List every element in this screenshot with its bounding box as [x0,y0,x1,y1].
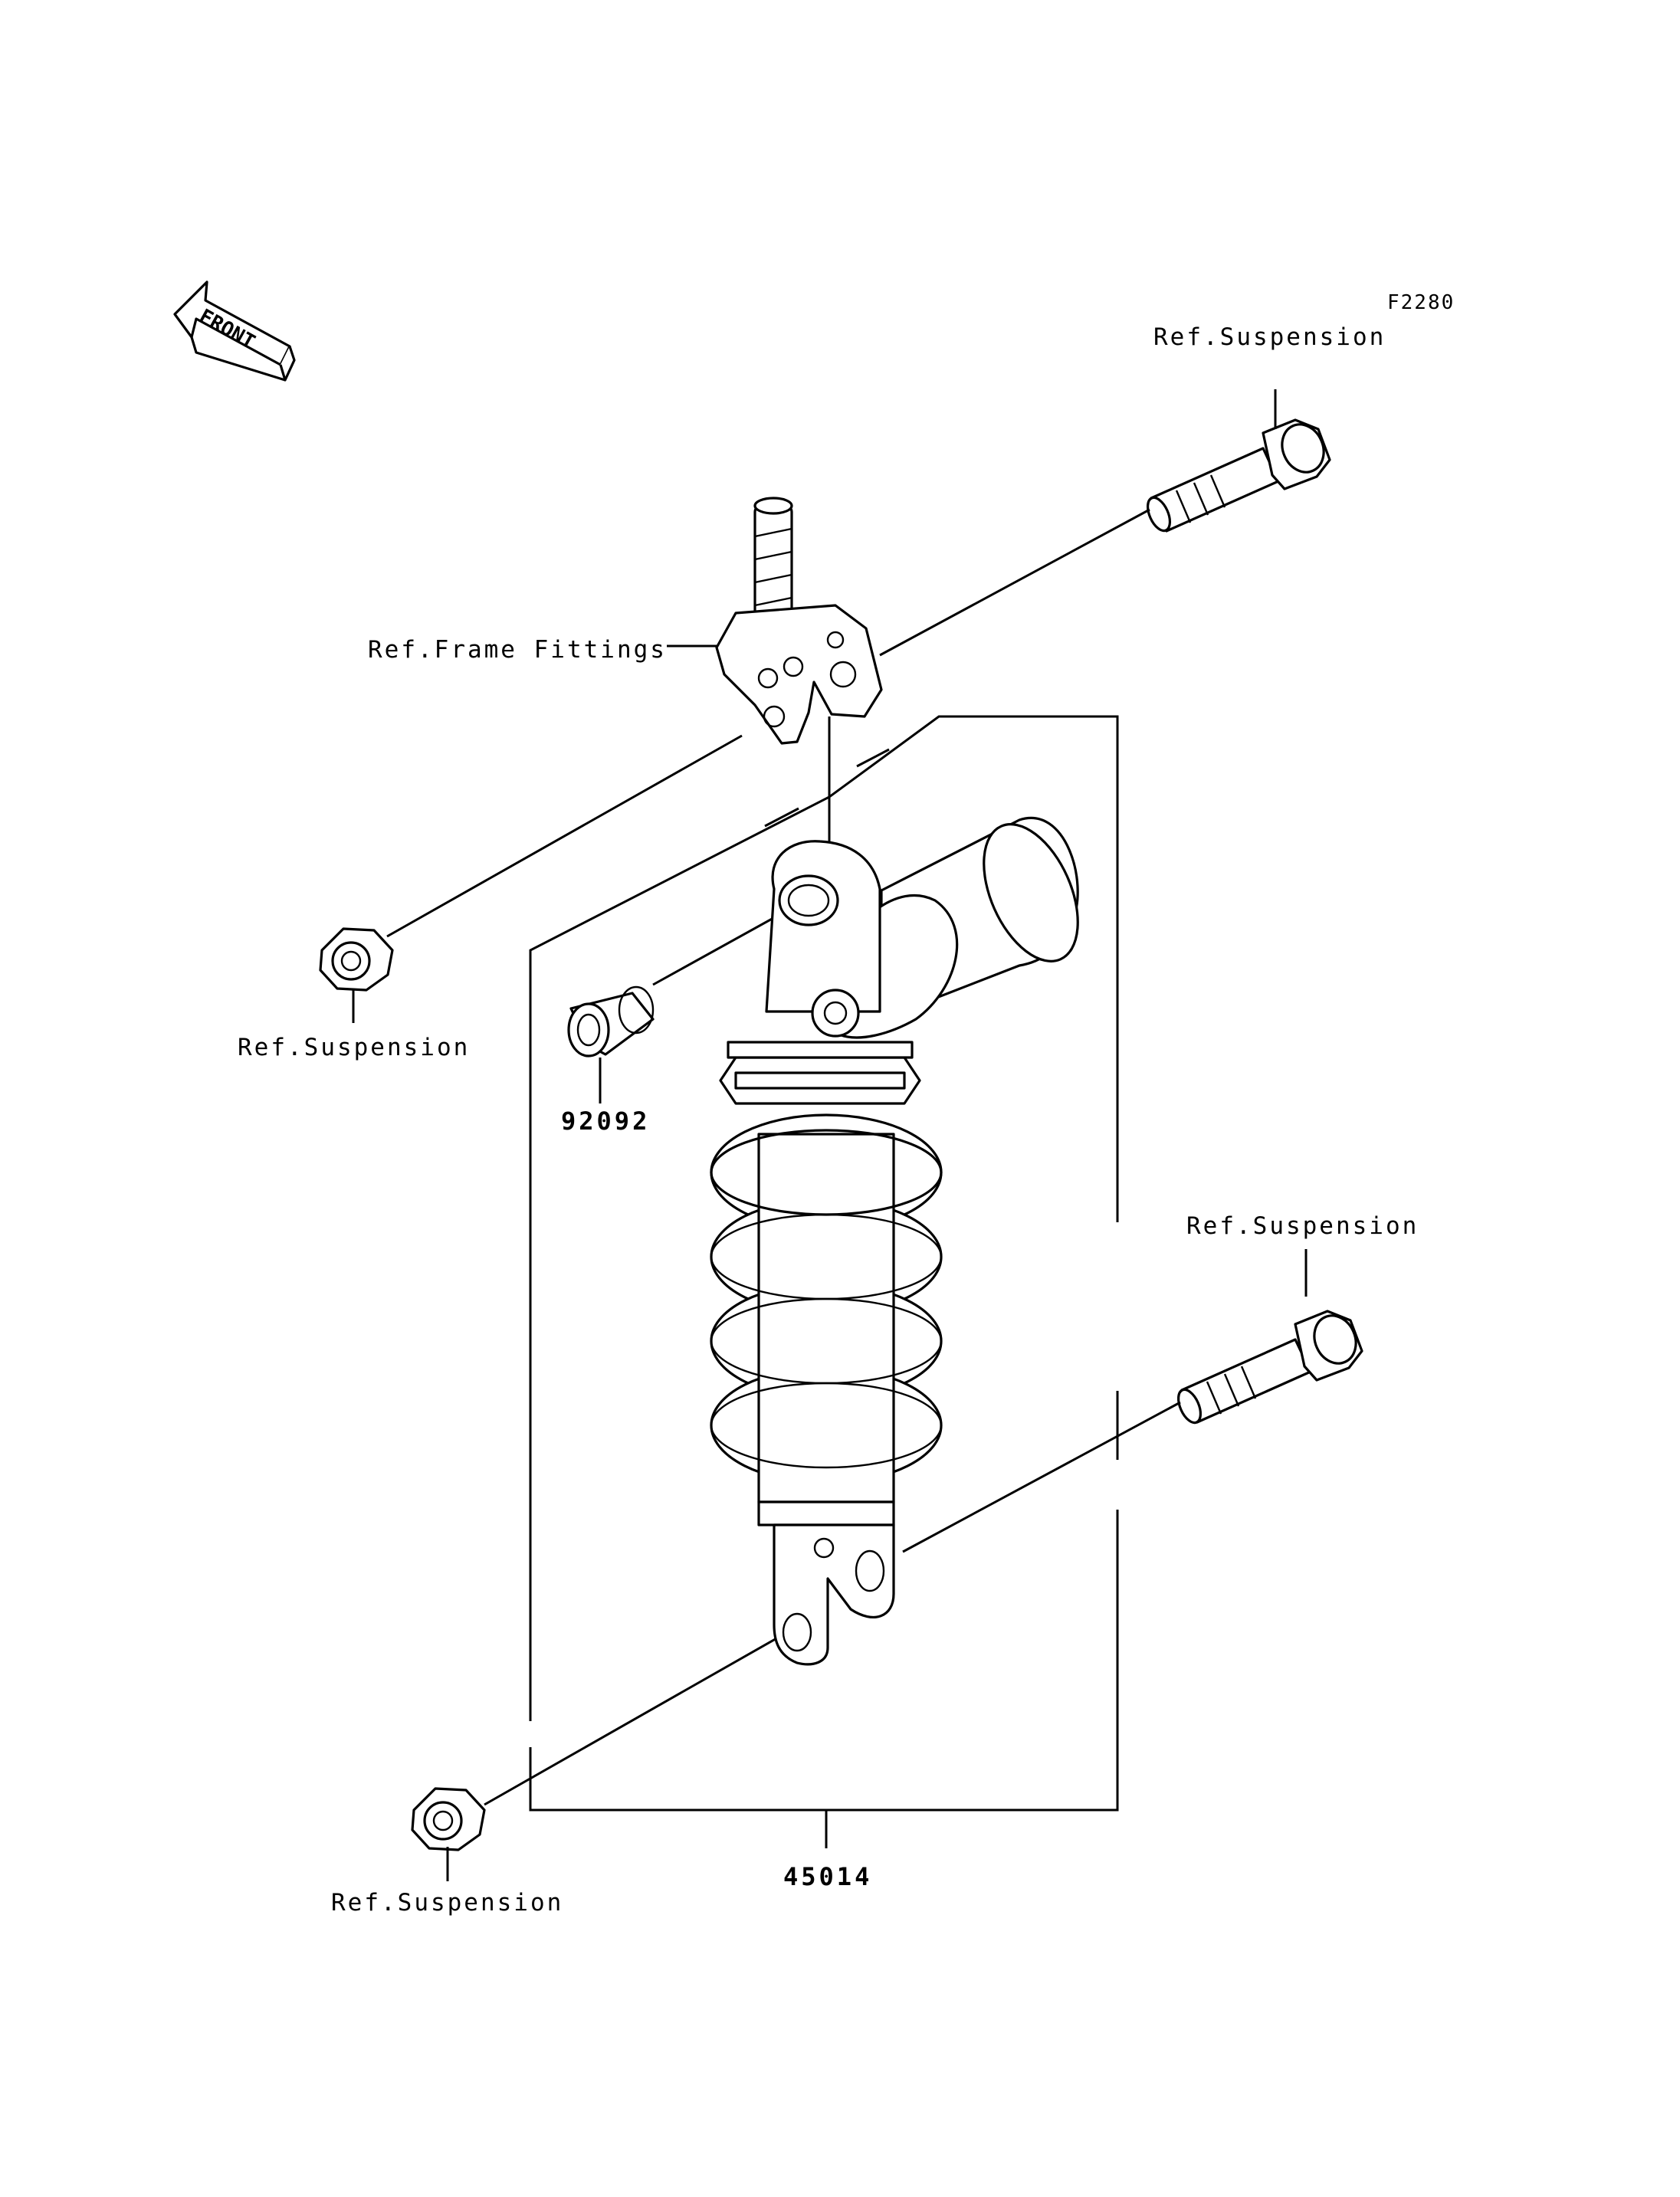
lower-nut-line [484,1633,784,1806]
upper-nut [319,927,394,992]
upper-bolt [1146,418,1331,533]
diagram-code: F2280 [1387,291,1455,314]
lower-bolt-line [902,1401,1181,1553]
upper-nut-line [386,734,743,938]
lower-bolt [1176,1310,1363,1425]
nut-bottom-label: Ref.Suspension [331,1889,564,1917]
upper-bolt-line [879,508,1150,657]
nut-top-label: Ref.Suspension [238,1034,471,1061]
bolt-bottom-label: Ref.Suspension [1186,1212,1419,1240]
bolt-top-label: Ref.Suspension [1153,323,1386,351]
assembly-bracket [529,715,1119,1848]
collar [567,985,655,1058]
lower-nut [411,1787,486,1851]
frame-fitting-bracket [715,497,883,745]
front-arrow-icon: FRONT [173,280,296,382]
collar-part-number: 92092 [561,1107,651,1136]
frame-fittings-label: Ref.Frame Fittings [368,636,667,664]
shock-absorber [710,816,1079,1666]
shock-part-number: 45014 [783,1862,873,1891]
